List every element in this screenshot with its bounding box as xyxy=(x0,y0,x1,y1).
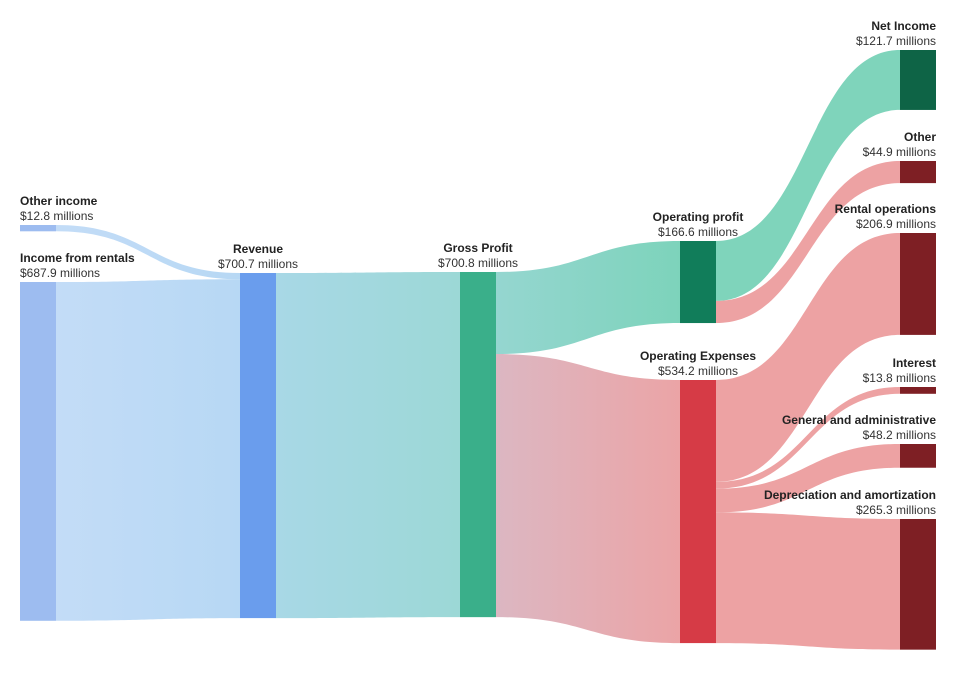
sankey-node-label-rentals: Income from rentals xyxy=(20,251,135,265)
sankey-node-other_income xyxy=(20,225,56,232)
sankey-node-revenue xyxy=(240,273,276,619)
sankey-node-value-net_income: $121.7 millions xyxy=(856,34,936,48)
sankey-link-op_profit-other xyxy=(716,161,900,324)
sankey-link-op_exp-interest xyxy=(716,387,900,489)
sankey-nodes xyxy=(20,50,936,650)
sankey-link-revenue-gross xyxy=(276,272,460,619)
sankey-node-label-op_exp: Operating Expenses xyxy=(640,349,756,363)
sankey-node-value-gross: $700.8 millions xyxy=(438,256,518,270)
sankey-node-op_profit xyxy=(680,241,716,324)
sankey-node-label-op_profit: Operating profit xyxy=(653,210,744,224)
sankey-node-value-op_exp: $534.2 millions xyxy=(658,364,738,378)
sankey-links xyxy=(56,50,900,650)
sankey-link-op_exp-rental_ops xyxy=(716,233,900,482)
sankey-node-value-other_income: $12.8 millions xyxy=(20,209,93,223)
sankey-link-op_exp-dep_amort xyxy=(716,512,900,650)
sankey-link-gross-op_exp xyxy=(496,354,680,644)
sankey-link-rentals-revenue xyxy=(56,279,240,621)
sankey-node-value-interest: $13.8 millions xyxy=(863,371,936,385)
sankey-node-rental_ops xyxy=(900,233,936,335)
sankey-node-value-revenue: $700.7 millions xyxy=(218,257,298,271)
sankey-node-gen_admin xyxy=(900,444,936,468)
sankey-node-label-dep_amort: Depreciation and amortization xyxy=(764,488,936,502)
sankey-node-value-dep_amort: $265.3 millions xyxy=(856,503,936,517)
sankey-node-value-op_profit: $166.6 millions xyxy=(658,225,738,239)
sankey-link-op_exp-gen_admin xyxy=(716,444,900,513)
sankey-node-op_exp xyxy=(680,380,716,644)
sankey-node-value-other: $44.9 millions xyxy=(863,145,936,159)
sankey-link-op_profit-net_income xyxy=(716,50,900,301)
sankey-node-label-other_income: Other income xyxy=(20,194,98,208)
sankey-node-net_income xyxy=(900,50,936,110)
sankey-node-dep_amort xyxy=(900,519,936,650)
sankey-node-rentals xyxy=(20,282,56,621)
sankey-node-label-revenue: Revenue xyxy=(233,242,283,256)
sankey-node-label-other: Other xyxy=(904,130,936,144)
sankey-node-label-net_income: Net Income xyxy=(871,19,936,33)
sankey-node-label-rental_ops: Rental operations xyxy=(835,202,937,216)
sankey-node-label-gen_admin: General and administrative xyxy=(782,413,936,427)
sankey-node-gross xyxy=(460,272,496,618)
sankey-node-label-gross: Gross Profit xyxy=(443,241,512,255)
sankey-node-value-rental_ops: $206.9 millions xyxy=(856,217,936,231)
sankey-link-other_income-revenue xyxy=(56,225,240,280)
sankey-node-value-rentals: $687.9 millions xyxy=(20,266,100,280)
sankey-node-interest xyxy=(900,387,936,394)
sankey-link-gross-op_profit xyxy=(496,241,680,355)
sankey-node-label-interest: Interest xyxy=(893,356,936,370)
sankey-node-other xyxy=(900,161,936,184)
sankey-node-value-gen_admin: $48.2 millions xyxy=(863,428,936,442)
